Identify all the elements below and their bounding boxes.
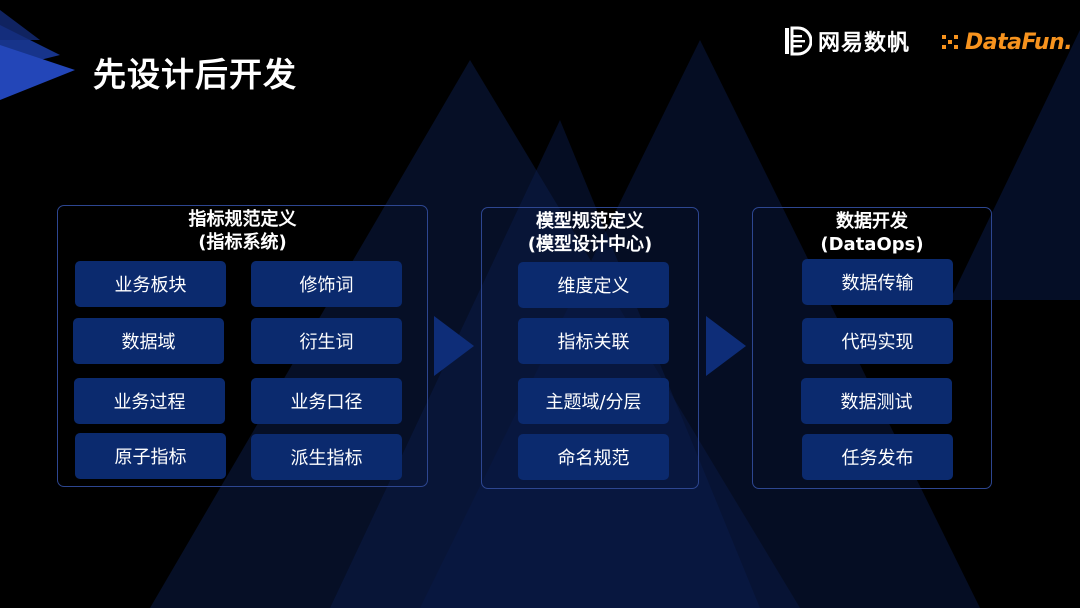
chip-derived-metric[interactable]: 派生指标	[251, 434, 402, 480]
chip-business-caliber[interactable]: 业务口径	[251, 378, 402, 424]
chip-naming-convention[interactable]: 命名规范	[518, 434, 669, 480]
data-development-group: 数据开发 (DataOps) 数据传输 代码实现 数据测试 任务发布	[752, 207, 992, 489]
chip-data-domain[interactable]: 数据域	[73, 318, 224, 364]
chip-derived-word[interactable]: 衍生词	[251, 318, 402, 364]
group-subtitle: (DataOps)	[820, 234, 924, 255]
datafun-logo: DataFun.	[940, 26, 1073, 58]
group-title: 指标规范定义	[188, 209, 297, 230]
datafun-logo-icon	[942, 35, 958, 49]
metric-spec-group: 指标规范定义 (指标系统) 业务板块 修饰词 数据域 衍生词 业务过程 业务口径…	[57, 205, 428, 487]
arrow-right-icon	[434, 316, 474, 376]
chip-business-process[interactable]: 业务过程	[74, 378, 225, 424]
group-title: 数据开发	[836, 211, 908, 232]
chip-data-testing[interactable]: 数据测试	[801, 378, 952, 424]
chip-code-implementation[interactable]: 代码实现	[802, 318, 953, 364]
group-subtitle: (模型设计中心)	[527, 234, 653, 255]
page-title: 先设计后开发	[93, 55, 297, 94]
wangyi-shufan-logo: 网易数帆	[784, 24, 910, 58]
chip-atomic-metric[interactable]: 原子指标	[75, 433, 226, 479]
datafun-logo-text: DataFun.	[965, 29, 1073, 55]
chip-subject-domain-layer[interactable]: 主题域/分层	[518, 378, 669, 424]
wangyi-logo-text: 网易数帆	[818, 31, 911, 56]
chip-metric-association[interactable]: 指标关联	[518, 318, 669, 364]
chip-task-release[interactable]: 任务发布	[802, 434, 953, 480]
chip-data-transfer[interactable]: 数据传输	[802, 259, 953, 305]
wangyi-logo-icon	[785, 26, 812, 56]
chip-business-block[interactable]: 业务板块	[75, 261, 226, 307]
arrow-right-icon	[706, 316, 746, 376]
chip-modifier[interactable]: 修饰词	[251, 261, 402, 307]
chip-dimension-definition[interactable]: 维度定义	[518, 262, 669, 308]
group-subtitle: (指标系统)	[198, 232, 287, 253]
model-spec-group: 模型规范定义 (模型设计中心) 维度定义 指标关联 主题域/分层 命名规范	[481, 207, 699, 489]
group-title: 模型规范定义	[536, 211, 644, 232]
